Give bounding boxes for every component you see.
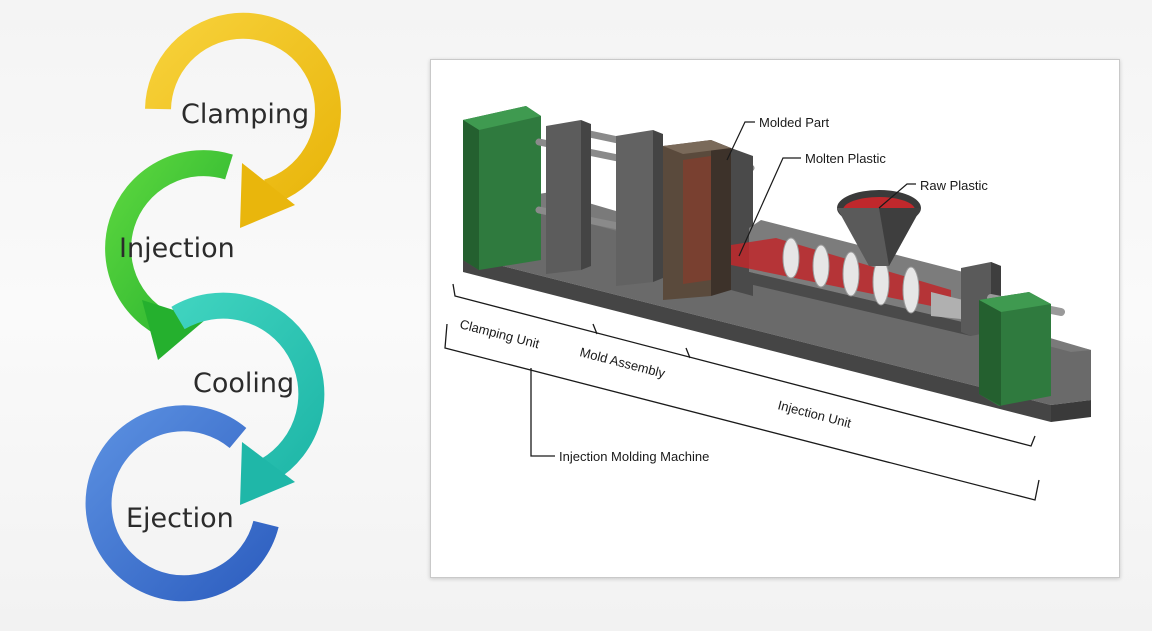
callout-raw-plastic: Raw Plastic (920, 178, 988, 193)
step-label-injection: Injection (119, 233, 235, 264)
cooling-arrow (171, 292, 325, 505)
screw-flights (782, 237, 920, 314)
clamping-platens (546, 120, 663, 286)
callout-molten-plastic: Molten Plastic (805, 151, 886, 166)
mold-assembly (663, 140, 753, 300)
injection-molding-machine-illustration: Molded Part Molten Plastic Raw Plastic C… (444, 106, 1091, 501)
machine-name-label: Injection Molding Machine (559, 449, 709, 464)
section-brackets (444, 283, 1040, 501)
section-mold-assembly: Mold Assembly (578, 344, 667, 381)
callout-molded-part: Molded Part (759, 115, 829, 130)
clamping-housing (463, 106, 541, 270)
step-label-cooling: Cooling (193, 368, 295, 399)
step-label-clamping: Clamping (181, 99, 310, 130)
clamping-arrow (145, 12, 341, 228)
machine-diagram-panel: Molded Part Molten Plastic Raw Plastic C… (430, 59, 1120, 578)
ejection-arrow (85, 405, 279, 602)
callout-lines (726, 121, 916, 257)
injection-housing (979, 292, 1051, 406)
process-cycle-diagram (85, 12, 341, 602)
section-clamping-unit: Clamping Unit (458, 316, 541, 351)
step-label-ejection: Ejection (126, 503, 234, 534)
section-injection-unit: Injection Unit (776, 397, 853, 430)
hopper (837, 190, 921, 266)
